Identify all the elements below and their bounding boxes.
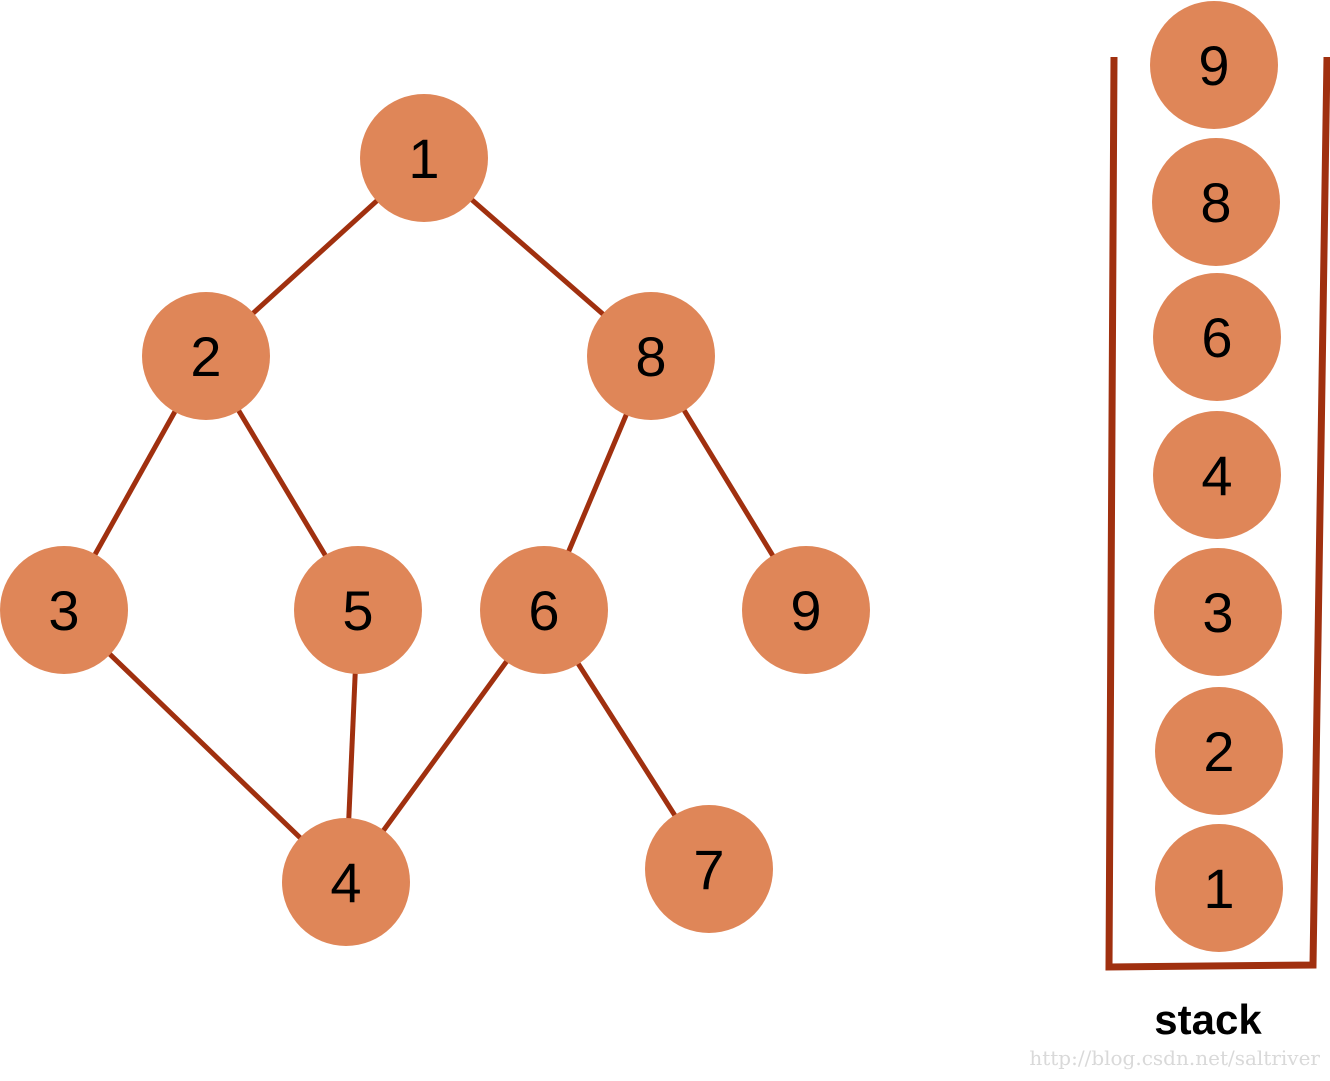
stack-item-1: 1 (1155, 824, 1283, 952)
graph-node-9: 9 (742, 546, 870, 674)
node-circle (294, 546, 422, 674)
graph-node-2: 2 (142, 292, 270, 420)
node-label: 8 (635, 325, 666, 388)
stack-item-label: 2 (1203, 720, 1234, 783)
edge-3-4 (62, 608, 348, 884)
node-circle (142, 292, 270, 420)
stack-item-circle (1150, 1, 1278, 129)
graph-node-6: 6 (480, 546, 608, 674)
stack-item-label: 3 (1202, 581, 1233, 644)
stack-item-circle (1152, 138, 1280, 266)
node-label: 9 (790, 579, 821, 642)
graph-node-4: 4 (282, 818, 410, 946)
node-circle (587, 292, 715, 420)
node-label: 3 (48, 579, 79, 642)
node-circle (480, 546, 608, 674)
watermark: http://blog.csdn.net/saltriver (1029, 1046, 1320, 1070)
stack-item-circle (1155, 824, 1283, 952)
stack-item-label: 9 (1198, 34, 1229, 97)
graph-node-5: 5 (294, 546, 422, 674)
stack-item-circle (1155, 687, 1283, 815)
stack-item-6: 6 (1153, 273, 1281, 401)
stack-item-3: 3 (1154, 548, 1282, 676)
graph-node-7: 7 (645, 805, 773, 933)
stack-item-2: 2 (1155, 687, 1283, 815)
node-label: 4 (330, 851, 361, 914)
node-label: 1 (408, 127, 439, 190)
node-circle (0, 546, 128, 674)
stack-item-label: 1 (1203, 857, 1234, 920)
node-label: 2 (190, 325, 221, 388)
node-label: 5 (342, 579, 373, 642)
graph-node-8: 8 (587, 292, 715, 420)
node-circle (360, 94, 488, 222)
node-circle (645, 805, 773, 933)
graph-node-1: 1 (360, 94, 488, 222)
stack-caption: stack (1154, 996, 1262, 1043)
stack-item-circle (1153, 273, 1281, 401)
graph-node-3: 3 (0, 546, 128, 674)
stack-item-circle (1154, 548, 1282, 676)
stack-container: 9 8 6 4 3 2 1 (1105, 1, 1330, 971)
stack-item-circle (1153, 411, 1281, 539)
stack-item-8: 8 (1152, 138, 1280, 266)
stack-outline (1105, 56, 1330, 971)
stack-item-9: 9 (1150, 1, 1278, 129)
stack-item-label: 8 (1200, 171, 1231, 234)
stack-item-4: 4 (1153, 411, 1281, 539)
node-label: 6 (528, 579, 559, 642)
node-circle (282, 818, 410, 946)
graph-edges (61, 156, 809, 884)
stack-item-label: 6 (1201, 306, 1232, 369)
stack-item-label: 4 (1201, 444, 1232, 507)
graph-nodes: 1 2 8 3 5 6 9 4 7 (0, 94, 870, 946)
node-circle (742, 546, 870, 674)
node-label: 7 (693, 838, 724, 901)
